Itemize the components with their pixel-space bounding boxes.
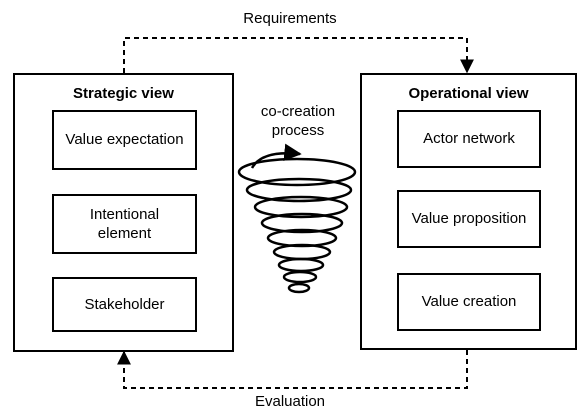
requirements-label: Requirements: [243, 10, 337, 27]
intentional-element-box: Intentional element: [52, 194, 197, 254]
value-expectation-label: Value expectation: [65, 131, 184, 149]
intentional-element-label-line1: Intentional: [89, 205, 160, 223]
value-expectation-box: Value expectation: [52, 110, 197, 170]
spiral-top-arrow: [250, 143, 302, 169]
intentional-element-label-line2: element: [97, 225, 152, 242]
co-creation-label-line1: co-creation: [260, 103, 336, 120]
actor-network-label: Actor network: [423, 130, 515, 148]
co-creation-label-line2: process: [271, 121, 325, 139]
value-creation-box: Value creation: [397, 273, 541, 331]
requirements-flow-arrow: [123, 37, 474, 74]
value-creation-label: Value creation: [421, 293, 517, 311]
stakeholder-box: Stakeholder: [52, 277, 197, 332]
actor-network-box: Actor network: [397, 110, 541, 168]
operational-view-title: Operational view: [408, 85, 529, 102]
evaluation-flow-arrow: [117, 350, 468, 389]
stakeholder-label: Stakeholder: [84, 295, 165, 313]
value-proposition-label: Value proposition: [411, 210, 527, 228]
co-creation-spiral-icon: [237, 157, 357, 294]
strategic-view-title: Strategic view: [73, 85, 174, 102]
evaluation-label: Evaluation: [254, 393, 326, 410]
co-creation-label: co-creation process: [238, 103, 358, 141]
value-proposition-box: Value proposition: [397, 190, 541, 248]
